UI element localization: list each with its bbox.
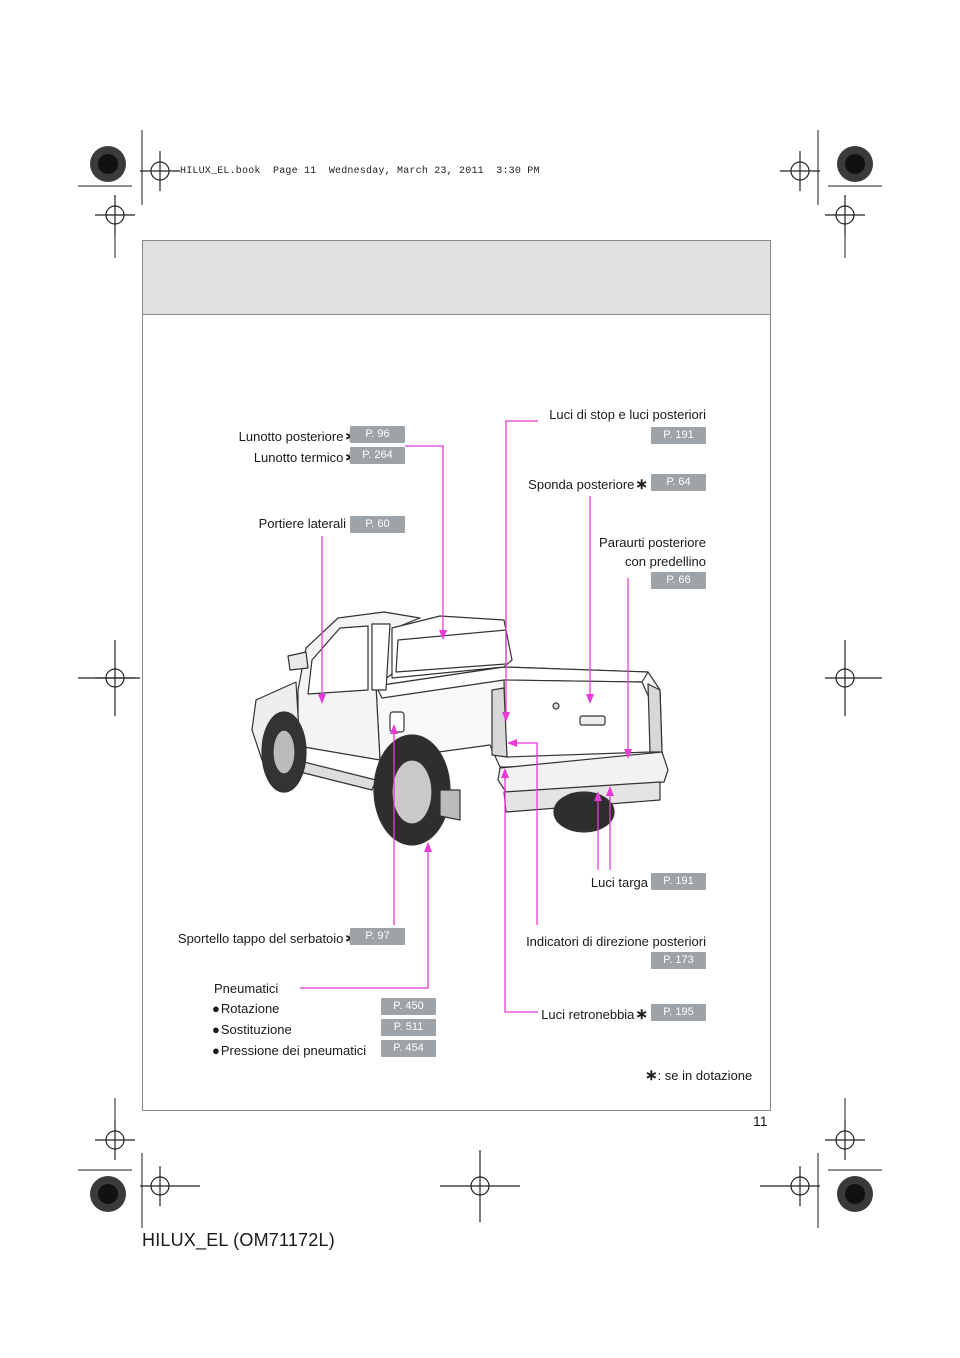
page-ref-lunotto-termico[interactable]: P. 264 bbox=[350, 447, 405, 464]
label-lunotto-termico: Lunotto termico∗ bbox=[253, 449, 357, 466]
page-ref-sportello-serbatoio[interactable]: P. 97 bbox=[350, 928, 405, 945]
page-ref-rotazione[interactable]: P. 450 bbox=[381, 998, 436, 1015]
label-indicatori-direzione: Indicatori di direzione posteriori bbox=[526, 934, 706, 949]
crosshair-target-icon bbox=[95, 1120, 135, 1160]
label-luci-retronebbia: Luci retronebbia∗ bbox=[541, 1006, 648, 1023]
crosshair-target-icon bbox=[95, 195, 135, 235]
crosshair-target-icon bbox=[440, 1150, 520, 1222]
label-pneumatici: Pneumatici bbox=[214, 981, 279, 996]
page-ref-lunotto-posteriore[interactable]: P. 96 bbox=[350, 426, 405, 443]
label-sponda-posteriore: Sponda posteriore∗ bbox=[528, 476, 648, 493]
label-pressione-pneumatici: ●Pressione dei pneumatici bbox=[212, 1043, 367, 1058]
label-con-predellino: con predellino bbox=[625, 554, 706, 569]
page-ref-pressione-pneumatici[interactable]: P. 454 bbox=[381, 1040, 436, 1057]
page-ref-sponda-posteriore[interactable]: P. 64 bbox=[651, 474, 706, 491]
label-sportello-serbatoio: Sportello tappo del serbatoio∗ bbox=[177, 930, 357, 947]
label-rotazione: ●Rotazione bbox=[212, 1001, 280, 1016]
callout-line-stop bbox=[505, 420, 538, 718]
document-code: HILUX_EL (OM71172L) bbox=[142, 1230, 335, 1250]
crosshair-target-icon bbox=[78, 640, 140, 716]
page-ref-luci-targa[interactable]: P. 191 bbox=[651, 873, 706, 890]
starburst-mark-icon bbox=[90, 146, 126, 182]
starburst-mark-icon bbox=[90, 1176, 126, 1212]
page-ref-sostituzione[interactable]: P. 511 bbox=[381, 1019, 436, 1036]
label-lunotto-posteriore: Lunotto posteriore∗ bbox=[238, 428, 357, 445]
page-ref-indicatori-direzione[interactable]: P. 173 bbox=[651, 952, 706, 969]
crosshair-target-icon bbox=[825, 640, 882, 716]
starburst-mark-icon bbox=[837, 1176, 873, 1212]
page-ref-luci-retronebbia[interactable]: P. 195 bbox=[651, 1004, 706, 1021]
label-luci-targa: Luci targa bbox=[590, 875, 648, 890]
label-portiere-laterali: Portiere laterali bbox=[258, 516, 346, 531]
panel-header-band bbox=[143, 241, 770, 315]
crosshair-target-icon bbox=[825, 1120, 865, 1160]
page-number: 11 bbox=[753, 1113, 768, 1129]
book-stamp: HILUX_EL.book Page 11 Wednesday, March 2… bbox=[180, 166, 540, 177]
crosshair-target-icon bbox=[825, 195, 865, 235]
callout-line-retronebbia bbox=[504, 772, 538, 1013]
page-ref-luci-stop[interactable]: P. 191 bbox=[651, 427, 706, 444]
crosshair-target-icon bbox=[760, 1166, 820, 1206]
label-luci-stop: Luci di stop e luci posteriori bbox=[549, 407, 706, 422]
page-ref-portiere-laterali[interactable]: P. 60 bbox=[350, 516, 405, 533]
crosshair-target-icon bbox=[140, 151, 180, 191]
starburst-mark-icon bbox=[837, 146, 873, 182]
crosshair-target-icon bbox=[140, 1166, 200, 1206]
label-paraurti-posteriore: Paraurti posteriore bbox=[599, 535, 706, 550]
crosshair-target-icon bbox=[780, 151, 820, 191]
callout-line-indicatori bbox=[510, 742, 538, 925]
label-sostituzione: ●Sostituzione bbox=[212, 1022, 292, 1037]
page-ref-paraurti[interactable]: P. 66 bbox=[651, 572, 706, 589]
callout-line-lunotto bbox=[405, 445, 444, 636]
callout-line-pneumatici bbox=[300, 846, 429, 989]
footnote: ∗: se in dotazione bbox=[645, 1067, 753, 1084]
